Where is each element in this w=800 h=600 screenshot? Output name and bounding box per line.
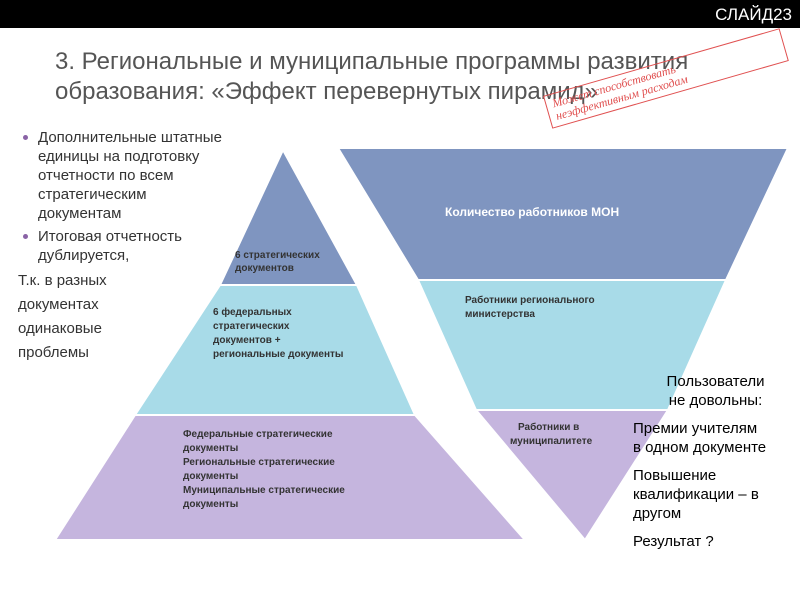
bullet-item: Итоговая отчетность дублируется,: [18, 227, 228, 265]
pyramid-top-label: 6 стратегических документов: [235, 250, 323, 274]
bullet-item: Дополнительные штатные единицы на подгот…: [18, 128, 228, 223]
teacher-bonus-text: Премии учителям в одном документе: [633, 420, 767, 456]
inverted-bottom-label: Работники в муниципалитете: [510, 421, 593, 447]
slide-number: СЛАЙД23: [715, 5, 792, 24]
upright-pyramid: [53, 147, 528, 541]
inverted-top-label: Количество работников МОН: [445, 205, 619, 219]
left-text-block: Дополнительные штатные единицы на подгот…: [18, 128, 228, 365]
right-text-block: Пользователи не довольны: Премии учителя…: [633, 372, 798, 560]
users-unhappy-text: Пользователи не довольны:: [666, 373, 765, 409]
pyramid-middle-label: 6 федеральных стратегических документов …: [213, 306, 343, 360]
inverted-bottom-level: [473, 409, 670, 542]
left-note: Т.к. в разных документах одинаковые проб…: [18, 272, 107, 361]
slide-header-bar: СЛАЙД23: [0, 0, 800, 28]
inverted-middle-label: Работники регионального министерства: [465, 294, 597, 320]
pyramid-bottom-label: Федеральные стратегические документы Рег…: [183, 429, 348, 510]
pyramid-bottom-level: [53, 414, 528, 541]
bullet-list: Дополнительные штатные единицы на подгот…: [18, 128, 228, 265]
inverted-pyramid: [336, 147, 790, 542]
slide-title: 3. Региональные и муниципальные программ…: [55, 48, 689, 105]
training-text: Повышение квалификации – в другом: [633, 467, 759, 522]
result-text: Результат ?: [633, 533, 714, 550]
